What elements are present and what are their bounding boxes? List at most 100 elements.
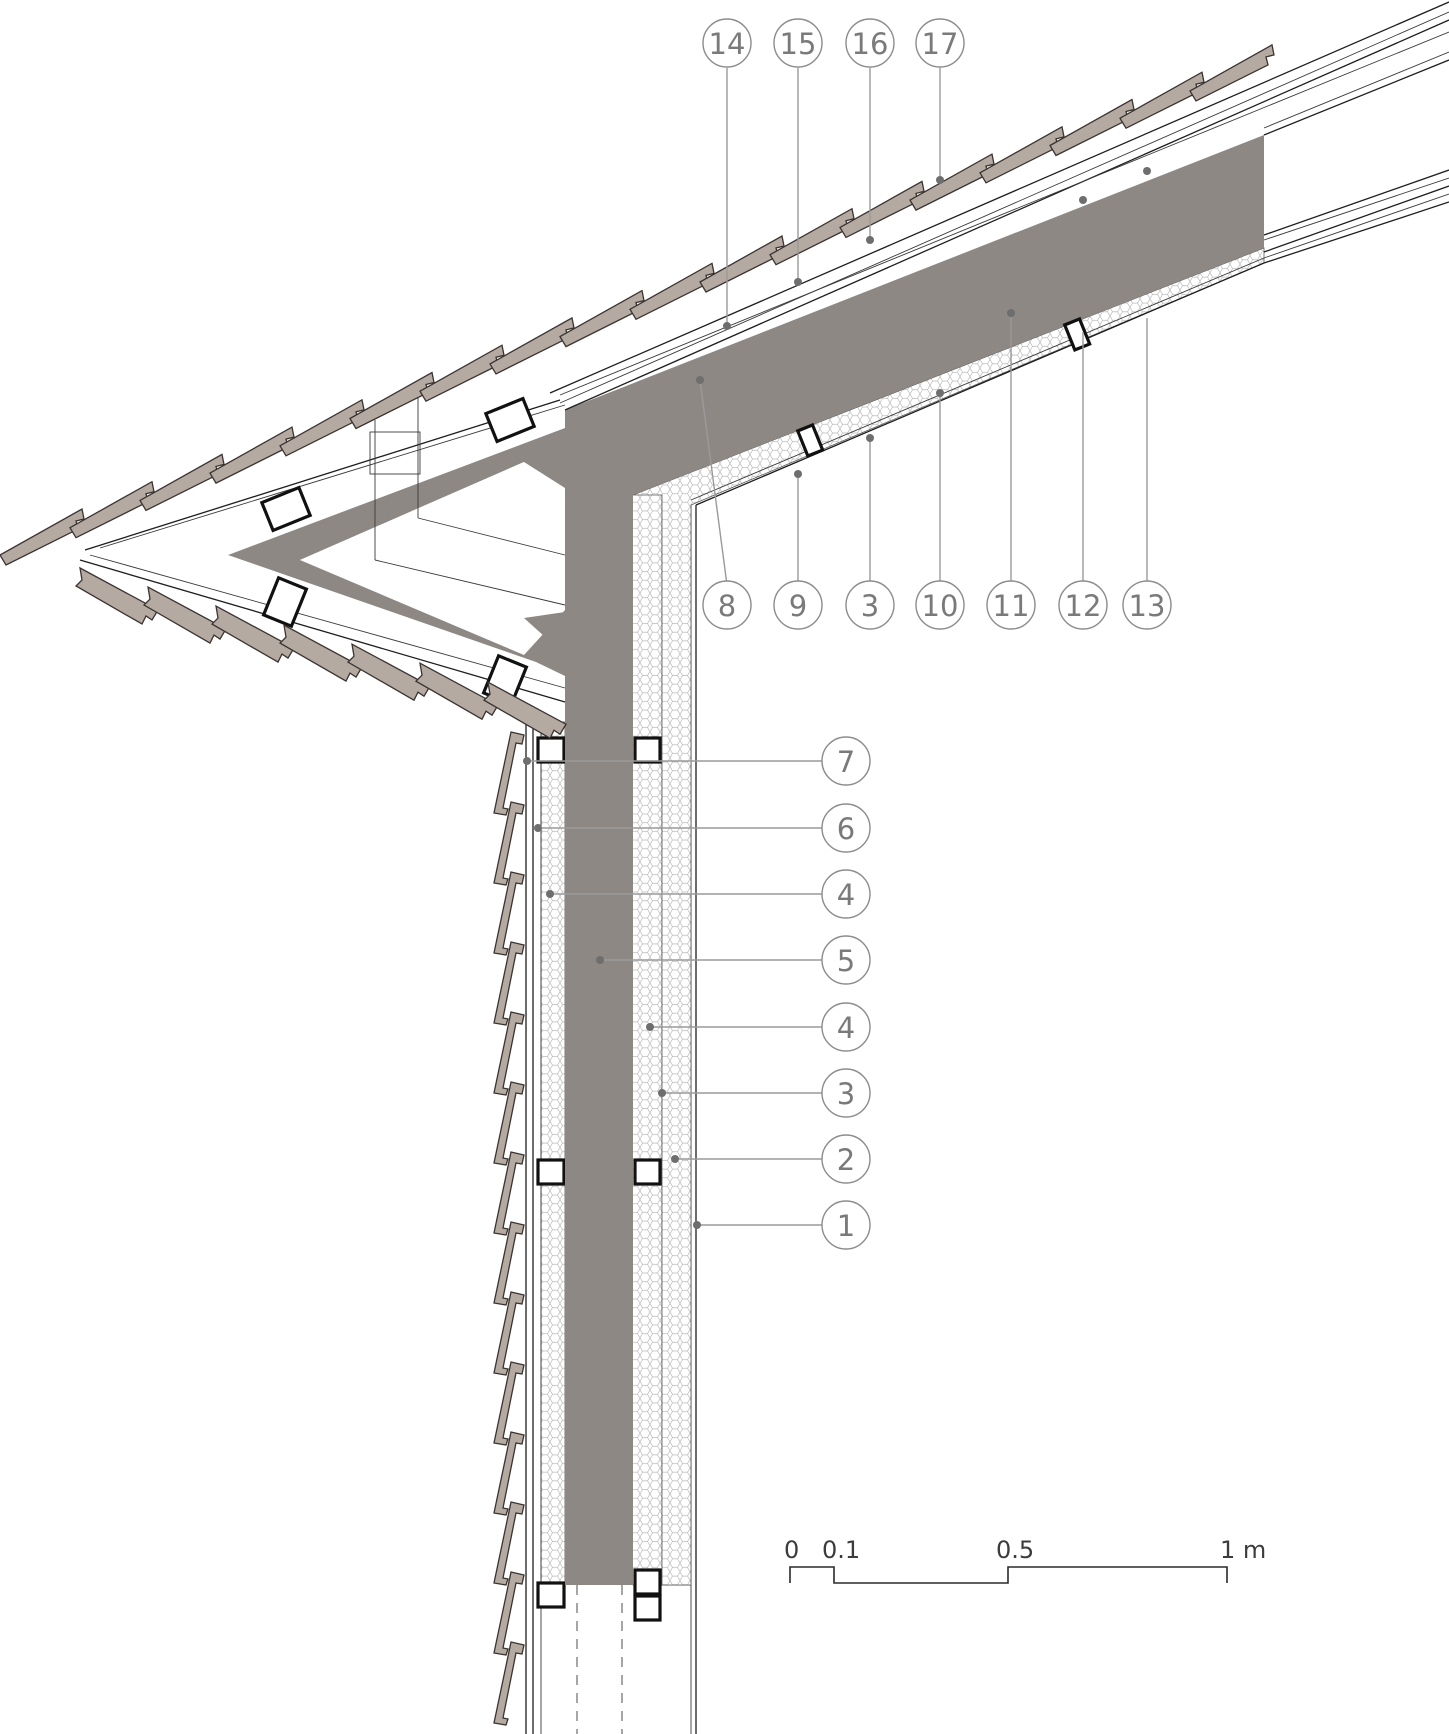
wall-shingle xyxy=(493,1291,525,1376)
callout-6: 6 xyxy=(821,803,871,853)
wall-shingle xyxy=(493,1641,525,1726)
scale-bar: 0 0.1 0.5 1 m xyxy=(784,1536,1266,1584)
roof-shingle xyxy=(69,480,155,539)
wall-shingle xyxy=(493,1221,525,1306)
wall-insulation-outer xyxy=(540,721,566,1586)
callout-13: 13 xyxy=(1122,580,1172,630)
wall-shingle xyxy=(493,1151,525,1236)
roof-shingle xyxy=(559,289,645,348)
callout-label: 1 xyxy=(837,1209,855,1243)
callout-label: 8 xyxy=(718,589,736,623)
soffit-shingle xyxy=(346,642,431,702)
wall-shingle xyxy=(493,1361,525,1446)
callout-label: 3 xyxy=(861,589,879,623)
callout-10: 10 xyxy=(915,580,965,630)
callout-3-wall: 3 xyxy=(821,1068,871,1118)
callout-label: 16 xyxy=(852,27,889,61)
callout-label: 17 xyxy=(922,27,959,61)
soffit-shingle xyxy=(74,566,159,625)
callout-label: 15 xyxy=(780,27,817,61)
batten-inner-mid xyxy=(633,1158,662,1186)
callout-7: 7 xyxy=(821,736,871,786)
soffit-shingle xyxy=(142,585,227,644)
callout-16: 16 xyxy=(845,18,895,68)
eave-void xyxy=(300,462,560,618)
batten-inner-top xyxy=(633,736,662,764)
callout-label: 2 xyxy=(837,1143,855,1177)
soffit-shingle xyxy=(482,681,567,740)
callout-label: 5 xyxy=(837,944,855,978)
batten-outer-mid xyxy=(536,1158,566,1186)
callout-14: 14 xyxy=(702,18,752,68)
roof-shingle xyxy=(769,207,855,266)
callout-8: 8 xyxy=(702,580,752,630)
eave-frame xyxy=(228,428,565,676)
callout-label: 9 xyxy=(789,589,807,623)
callout-label: 4 xyxy=(837,878,855,912)
roof-shingle xyxy=(839,180,925,239)
roof-callouts-upper: 14 15 16 17 xyxy=(702,18,965,68)
roof-batten-1 xyxy=(795,422,825,459)
callout-label: 7 xyxy=(837,745,855,779)
roof-shingle xyxy=(489,316,575,375)
callout-4b: 4 xyxy=(821,1002,871,1052)
scale-label-1m: 1 m xyxy=(1220,1536,1266,1564)
callout-label: 4 xyxy=(837,1011,855,1045)
eave-batten-1 xyxy=(259,485,313,533)
callout-label: 13 xyxy=(1129,589,1166,623)
roof-shingle xyxy=(139,453,225,512)
roof-shingle xyxy=(0,508,85,566)
batten-outer-bottom xyxy=(536,1581,566,1609)
callout-label: 12 xyxy=(1065,589,1102,623)
roof-insulation xyxy=(632,247,1265,1586)
callout-5: 5 xyxy=(821,935,871,985)
soffit-shingles xyxy=(74,566,567,740)
callout-4a: 4 xyxy=(821,869,871,919)
roof-shingle xyxy=(209,426,295,484)
soffit-shingle xyxy=(278,623,363,683)
roof-shingle xyxy=(349,371,435,430)
wall-insulation-middle xyxy=(633,495,662,1585)
roof-shingles xyxy=(0,43,1275,566)
callout-11: 11 xyxy=(986,580,1036,630)
roof-shingle xyxy=(699,235,785,293)
wall-shingle xyxy=(493,1501,525,1586)
roof-shingle xyxy=(979,125,1065,184)
callout-3-roof: 3 xyxy=(845,580,895,630)
scale-label-0-1: 0.1 xyxy=(822,1536,860,1564)
wall-callouts: 7 6 4 5 4 3 2 1 xyxy=(821,736,871,1250)
wall-shingle xyxy=(493,1081,525,1166)
callout-15: 15 xyxy=(773,18,823,68)
callout-2: 2 xyxy=(821,1134,871,1184)
wall-shingle xyxy=(493,801,525,886)
callout-label: 14 xyxy=(709,27,746,61)
eave-batten-2 xyxy=(261,575,309,629)
callout-17: 17 xyxy=(915,18,965,68)
scale-label-0: 0 xyxy=(784,1536,799,1564)
roof-shingle xyxy=(1119,71,1205,130)
wall-shingle xyxy=(493,941,525,1026)
roof-shingle xyxy=(279,398,365,457)
eave-batten-3 xyxy=(483,396,537,444)
scale-label-0-5: 0.5 xyxy=(996,1536,1034,1564)
callout-label: 11 xyxy=(993,589,1030,623)
callout-label: 3 xyxy=(837,1077,855,1111)
wall-shingles xyxy=(493,731,525,1726)
roof-shingle xyxy=(629,262,715,321)
wall-shingle xyxy=(493,731,525,816)
callout-9: 9 xyxy=(773,580,823,630)
batten-inner-bottom-2 xyxy=(633,1594,662,1622)
callout-12: 12 xyxy=(1058,580,1108,630)
callout-1: 1 xyxy=(821,1200,871,1250)
roof-shingle xyxy=(909,153,995,211)
wall-shingle xyxy=(493,871,525,956)
callout-label: 6 xyxy=(837,812,855,846)
callout-label: 10 xyxy=(922,589,959,623)
wall-shingle xyxy=(493,1571,525,1656)
roof-assembly xyxy=(79,1,1449,1586)
batten-inner-bottom-1 xyxy=(633,1568,662,1596)
wall-shingle xyxy=(493,1431,525,1516)
roof-shingle xyxy=(1189,43,1275,102)
roof-shingle xyxy=(1049,98,1135,157)
